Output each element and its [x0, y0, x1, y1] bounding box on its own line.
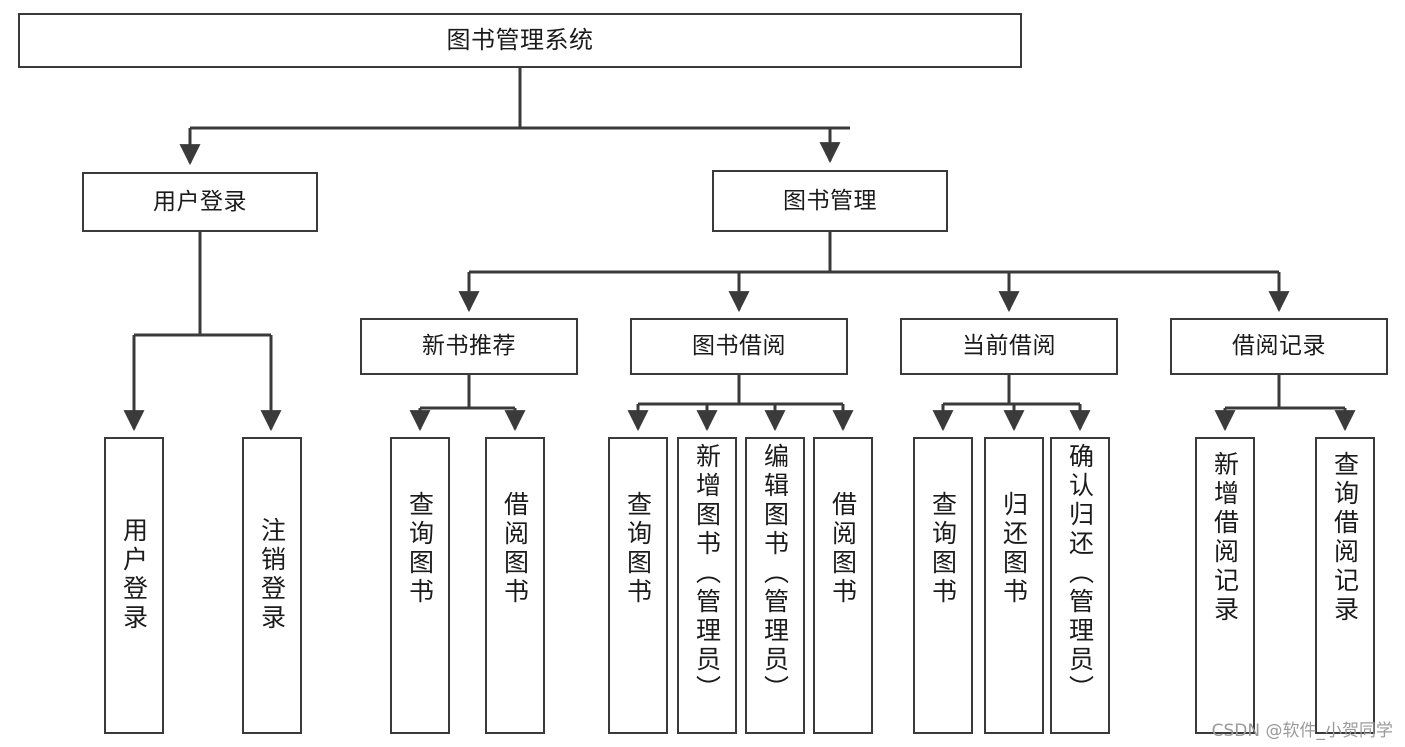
leaf-query-book-borrow[interactable]: 查询图书 [608, 437, 668, 734]
node-label: 新增借阅记录 [1210, 451, 1240, 625]
leaf-return-book[interactable]: 归还图书 [984, 437, 1044, 734]
node-label: 图书管理系统 [446, 25, 594, 54]
node-label: 借阅图书 [500, 491, 530, 607]
node-label: 当前借阅 [962, 333, 1056, 360]
node-label: 查询图书 [623, 491, 653, 607]
node-label: 新增图书（管理员） [692, 443, 722, 704]
node-label: 用户登录 [153, 188, 247, 215]
leaf-query-book-current[interactable]: 查询图书 [913, 437, 973, 734]
node-label: 借阅图书 [828, 491, 858, 607]
node-label: 查询借阅记录 [1330, 451, 1360, 625]
watermark-text: CSDN @软件_小贺同学 [1211, 721, 1393, 741]
node-current-borrowing[interactable]: 当前借阅 [900, 318, 1118, 375]
node-label: 用户登录 [119, 517, 149, 633]
leaf-add-book-admin[interactable]: 新增图书（管理员） [677, 437, 737, 734]
leaf-user-login[interactable]: 用户登录 [104, 437, 164, 734]
leaf-logout-login[interactable]: 注销登录 [242, 437, 302, 734]
leaf-edit-book-admin[interactable]: 编辑图书（管理员） [745, 437, 805, 734]
leaf-confirm-return-admin[interactable]: 确认归还（管理员） [1050, 437, 1110, 734]
leaf-borrow-book[interactable]: 借阅图书 [813, 437, 873, 734]
node-borrow-record[interactable]: 借阅记录 [1170, 318, 1388, 375]
node-book-borrowing[interactable]: 图书借阅 [630, 318, 848, 375]
node-label: 图书借阅 [692, 333, 786, 360]
node-label: 确认归还（管理员） [1065, 443, 1095, 704]
node-label: 借阅记录 [1232, 333, 1326, 360]
node-label: 查询图书 [928, 491, 958, 607]
node-user-login[interactable]: 用户登录 [82, 172, 318, 232]
node-book-management[interactable]: 图书管理 [712, 170, 948, 232]
node-label: 新书推荐 [422, 333, 516, 360]
node-label: 归还图书 [999, 491, 1029, 607]
leaf-query-borrow-record[interactable]: 查询借阅记录 [1315, 437, 1375, 734]
node-label: 编辑图书（管理员） [760, 443, 790, 704]
leaf-borrow-book-rec[interactable]: 借阅图书 [485, 437, 545, 734]
leaf-add-borrow-record[interactable]: 新增借阅记录 [1195, 437, 1255, 734]
node-label: 注销登录 [257, 517, 287, 633]
node-label: 查询图书 [405, 491, 435, 607]
leaf-query-book-rec[interactable]: 查询图书 [390, 437, 450, 734]
node-label: 图书管理 [783, 187, 877, 214]
node-root-book-management-system[interactable]: 图书管理系统 [18, 13, 1022, 68]
node-new-book-recommendation[interactable]: 新书推荐 [360, 318, 578, 375]
